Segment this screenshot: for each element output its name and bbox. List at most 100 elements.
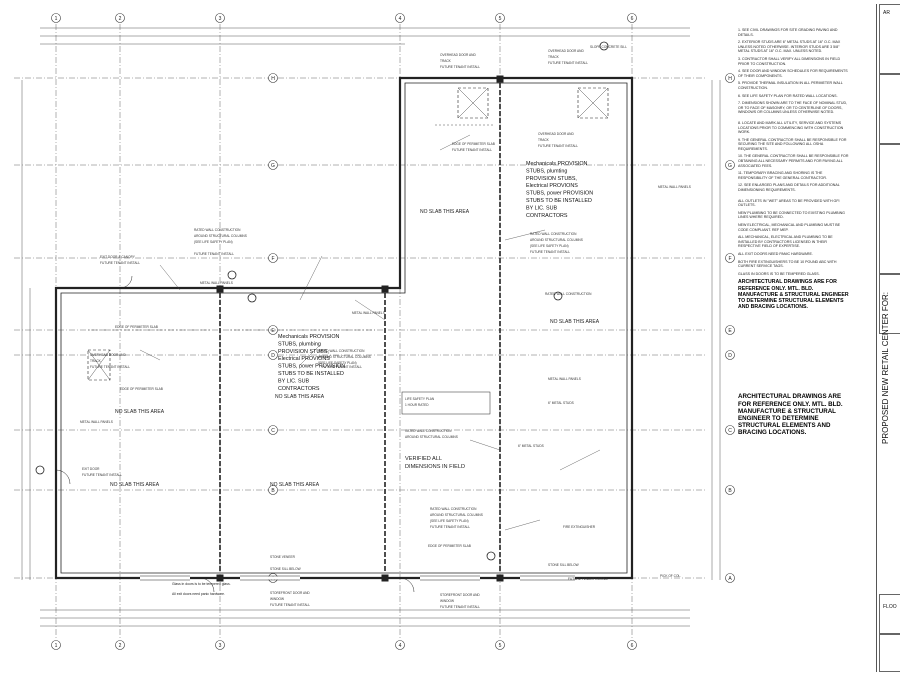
svg-text:STONE VENEER: STONE VENEER bbox=[270, 555, 296, 559]
verified-line-2: DIMENSIONS IN FIELD bbox=[405, 464, 465, 470]
grid-row-H-left-label: H bbox=[271, 76, 275, 82]
svg-text:FUTURE TENANT INSTALL: FUTURE TENANT INSTALL bbox=[440, 65, 480, 69]
svg-text:FIRE EXTINGUISHER: FIRE EXTINGUISHER bbox=[563, 525, 596, 529]
mech-right-line-3: Electrical PROVIONS bbox=[526, 183, 578, 189]
svg-text:STOREFRONT DOOR AND: STOREFRONT DOOR AND bbox=[440, 593, 480, 597]
svg-text:METAL WALL PANELS: METAL WALL PANELS bbox=[658, 185, 691, 189]
mep-note-4: ALL EXIT DOORS NEED PANIC HARDWARE. bbox=[738, 251, 813, 256]
svg-text:FUTURE TENANT INSTALL: FUTURE TENANT INSTALL bbox=[82, 473, 122, 477]
grid-col-5-top-bubble bbox=[495, 13, 505, 23]
project-title-vertical: PROPOSED NEW RETAIL CENTER FOR: bbox=[881, 291, 890, 444]
mech-left-line-3: Electrical PROVIONS bbox=[278, 356, 330, 362]
svg-text:EDGE OF PERIMETER SLAB: EDGE OF PERIMETER SLAB bbox=[428, 544, 471, 548]
svg-text:EDGE OF PERIMETER SLAB: EDGE OF PERIMETER SLAB bbox=[115, 325, 158, 329]
mech-right-line-5: STUBS TO BE INSTALLED bbox=[526, 198, 592, 204]
svg-text:EXIT DOOR: EXIT DOOR bbox=[82, 467, 100, 471]
grid-row-F-left-label: F bbox=[271, 256, 274, 262]
mech-left-line-1: STUBS, plumbing bbox=[278, 341, 321, 347]
grid-col-1-bottom-bubble bbox=[51, 640, 61, 650]
construction-note-3: 11. TEMPORARY BRACING AND SHORING IS THE… bbox=[738, 171, 827, 180]
grid-col-3-top-bubble bbox=[215, 13, 225, 23]
grid-col-1-bottom-label: 1 bbox=[55, 643, 58, 649]
general-notes: 1. SEE CIVIL DRAWINGS FOR SITE GRADING P… bbox=[738, 28, 850, 440]
svg-text:All exit doors need panic hard: All exit doors need panic hardware. bbox=[172, 592, 225, 596]
grid-row-C-right-label: C bbox=[728, 428, 732, 434]
svg-text:FUTURE TENANT INSTALL: FUTURE TENANT INSTALL bbox=[322, 365, 362, 369]
svg-text:OVERHEAD DOOR AND: OVERHEAD DOOR AND bbox=[90, 353, 126, 357]
svg-text:RATED WALL CONSTRUCTION: RATED WALL CONSTRUCTION bbox=[430, 507, 477, 511]
svg-text:TRACK: TRACK bbox=[548, 55, 560, 59]
svg-text:STOREFRONT DOOR AND: STOREFRONT DOOR AND bbox=[270, 591, 310, 595]
svg-text:(SEE LIFE SAFETY PLAN): (SEE LIFE SAFETY PLAN) bbox=[530, 244, 569, 248]
svg-text:AROUND STRUCTURAL COLUMNS: AROUND STRUCTURAL COLUMNS bbox=[405, 435, 458, 439]
svg-text:(SEE LIFE SAFETY PLAN): (SEE LIFE SAFETY PLAN) bbox=[194, 240, 233, 244]
grid-col-5-bottom-label: 5 bbox=[499, 643, 502, 649]
grid-row-D-left-label: D bbox=[271, 353, 275, 359]
mep-note-3: ALL MECHANICAL, ELECTRICAL AND PLUMBING … bbox=[738, 235, 833, 249]
grid-col-3-top-label: 3 bbox=[219, 16, 222, 22]
title-block: AR PROPOSED NEW RETAIL CENTER FOR: FLOO bbox=[876, 4, 900, 672]
svg-text:METAL WALL PANELS: METAL WALL PANELS bbox=[352, 311, 385, 315]
grid-row-D-right-label: D bbox=[728, 353, 732, 359]
mep-note-5: BOTH FIRE EXTINGUISHERS TO BE 10 POUND A… bbox=[738, 259, 837, 269]
construction-note-0: 8. LOCATE AND MARK ALL UTILITY, SERVICE … bbox=[738, 120, 844, 135]
grid-col-3-bottom-bubble bbox=[215, 640, 225, 650]
no-slab-label-2: NO SLAB THIS AREA bbox=[115, 409, 165, 415]
grid-row-H-right-label: H bbox=[728, 76, 732, 82]
grid-row-B-right-label: B bbox=[728, 488, 732, 494]
svg-text:FUTURE TENANT INSTALL: FUTURE TENANT INSTALL bbox=[440, 605, 480, 609]
grid-row-E-right-label: E bbox=[728, 328, 732, 334]
leader-lines bbox=[139, 134, 601, 531]
grid-row-G-left-bubble bbox=[268, 160, 278, 170]
grid-row-A-right-label: A bbox=[728, 576, 732, 582]
general-note-6: 7. DIMENSIONS SHOWN ARE TO THE FACE OF N… bbox=[738, 101, 848, 115]
grid-row-E-left-label: E bbox=[271, 328, 275, 334]
svg-text:FUTURE TENANT INSTALL: FUTURE TENANT INSTALL bbox=[270, 603, 310, 607]
svg-text:FUTURE TENANT INSTALL: FUTURE TENANT INSTALL bbox=[194, 252, 234, 256]
arch-reference-note-1: ARCHITECTURAL DRAWINGS ARE FOR REFERENCE… bbox=[738, 279, 849, 311]
grid-row-A-right-bubble bbox=[725, 573, 735, 583]
grid-row-C-left-label: C bbox=[271, 428, 275, 434]
grid-row-E-left-bubble bbox=[268, 325, 278, 335]
svg-text:WINDOW: WINDOW bbox=[440, 599, 454, 603]
grid-row-G-right-bubble bbox=[725, 160, 735, 170]
svg-text:FUTURE TENANT INSTALL: FUTURE TENANT INSTALL bbox=[430, 525, 470, 529]
svg-text:FUTURE TENANT INSTALL: FUTURE TENANT INSTALL bbox=[538, 144, 578, 148]
svg-text:EXIT DOOR & CANOPY: EXIT DOOR & CANOPY bbox=[100, 255, 136, 259]
grid-col-4-bottom-bubble bbox=[395, 640, 405, 650]
svg-text:METAL WALL PANELS: METAL WALL PANELS bbox=[200, 281, 233, 285]
svg-text:FUTURE TENANT INSTALL: FUTURE TENANT INSTALL bbox=[90, 365, 130, 369]
grid-row-B-right-bubble bbox=[725, 485, 735, 495]
svg-text:TRACK: TRACK bbox=[90, 359, 102, 363]
mech-left-line-0: Mechanicals PROVISION bbox=[278, 334, 340, 340]
grid-row-C-right-bubble bbox=[725, 425, 735, 435]
svg-text:AROUND STRUCTURAL COLUMNS: AROUND STRUCTURAL COLUMNS bbox=[194, 234, 247, 238]
mech-left-line-6: BY LIC. SUB bbox=[278, 378, 309, 384]
no-slab-label-4: NO SLAB THIS AREA bbox=[270, 482, 320, 488]
grid-col-3-bottom-label: 3 bbox=[219, 643, 222, 649]
mech-left-line-2: PROVISION STUBS, bbox=[278, 349, 329, 355]
svg-text:RATED WALL CONSTRUCTION: RATED WALL CONSTRUCTION bbox=[194, 228, 241, 232]
grid-row-E-right-bubble bbox=[725, 325, 735, 335]
title-block-top: AR bbox=[883, 10, 890, 16]
detail-markers bbox=[35, 41, 609, 561]
sheet-floor-label: FLOO bbox=[883, 604, 897, 610]
svg-text:OVERHEAD DOOR AND: OVERHEAD DOOR AND bbox=[440, 53, 476, 57]
mech-right-line-2: PROVISION STUBS, bbox=[526, 176, 577, 182]
mech-right-line-0: Mechanicals PROVISION bbox=[526, 161, 588, 167]
mech-right-line-1: STUBS, plumting bbox=[526, 168, 567, 174]
dimension-lines bbox=[21, 27, 721, 627]
arch-reference-note-2: ARCHITECTURAL DRAWINGS ARE FOR REFERENCE… bbox=[738, 393, 843, 437]
construction-note-1: 9. THE GENERAL CONTRACTOR SHALL BE RESPO… bbox=[738, 137, 847, 151]
general-note-2: 3. CONTRACTOR SHALL VERIFY ALL DIMENSION… bbox=[738, 56, 841, 66]
svg-text:WINDOW: WINDOW bbox=[270, 597, 284, 601]
svg-text:(SEE LIFE SAFETY PLAN): (SEE LIFE SAFETY PLAN) bbox=[318, 361, 357, 365]
svg-text:6" METAL STUDS: 6" METAL STUDS bbox=[548, 401, 574, 405]
mech-left-line-4: STUBS, power PROVISION bbox=[278, 364, 345, 370]
grid-col-5-bottom-bubble bbox=[495, 640, 505, 650]
mep-note-0: ALL OUTLETS IN "WET" AREAS TO BE PROVIDE… bbox=[738, 198, 840, 208]
